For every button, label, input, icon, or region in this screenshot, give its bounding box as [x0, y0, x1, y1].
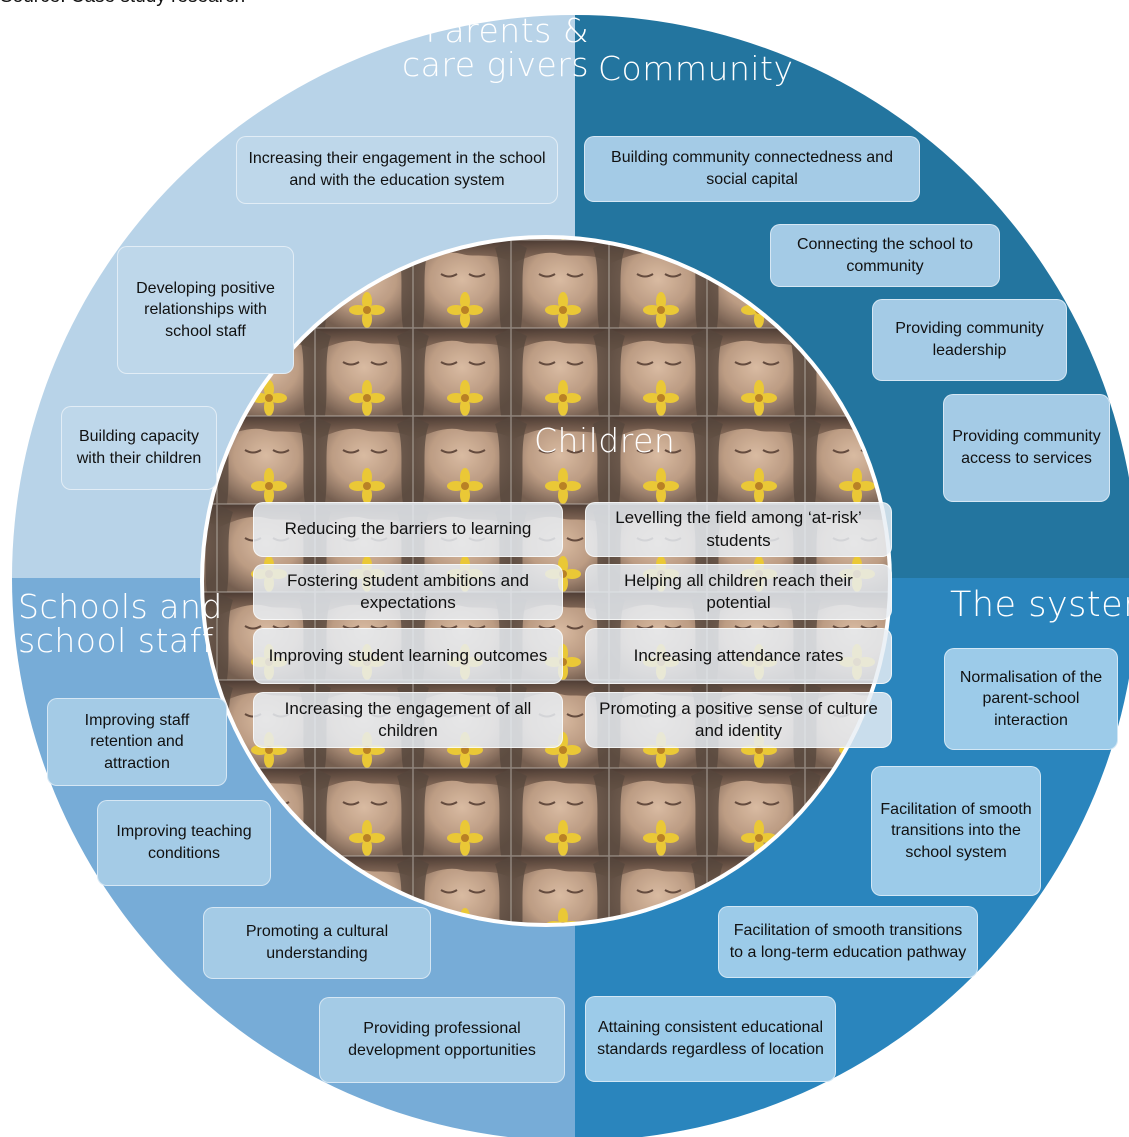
parents-item-capacity: Building capacity with their children: [61, 406, 217, 490]
system-item-normalisation: Normalisation of the parent-school inter…: [944, 648, 1118, 750]
system-title: The system: [950, 585, 1129, 625]
parents-title: Parents & care givers: [402, 11, 590, 81]
children-left-item-ambitions: Fostering student ambitions and expectat…: [253, 564, 563, 620]
parents-title-line1: Parents &: [425, 11, 590, 50]
children-left-item-engagement: Increasing the engagement of all childre…: [253, 692, 563, 748]
children-right-item-levelling: Levelling the field among ‘at-risk’ stud…: [585, 502, 892, 557]
schools-title-line1: Schools and: [18, 587, 223, 626]
children-right-item-potential: Helping all children reach their potenti…: [585, 564, 892, 620]
children-title: Children: [534, 421, 676, 460]
children-right-item-attendance: Increasing attendance rates: [585, 628, 892, 684]
children-left-item-outcomes: Improving student learning outcomes: [253, 628, 563, 684]
system-item-transitions-school: Facilitation of smooth transitions into …: [871, 766, 1041, 896]
children-right-item-culture: Promoting a positive sense of culture an…: [585, 692, 892, 748]
community-item-connectedness: Building community connectedness and soc…: [584, 136, 920, 202]
schools-title: Schools and school staff: [18, 590, 223, 657]
parents-item-relationships: Developing positive relationships with s…: [117, 246, 294, 374]
community-item-services: Providing community access to services: [943, 394, 1110, 502]
source-note: Source: Case study research: [0, 0, 245, 8]
schools-title-line2: school staff: [18, 620, 214, 660]
schools-item-retention: Improving staff retention and attraction: [47, 698, 227, 786]
schools-item-teaching: Improving teaching conditions: [97, 800, 271, 886]
community-title: Community: [598, 49, 794, 88]
system-item-transitions-pathway: Facilitation of smooth transitions to a …: [718, 906, 978, 978]
schools-item-professional: Providing professional development oppor…: [319, 997, 565, 1083]
community-item-connecting: Connecting the school to community: [770, 224, 1000, 287]
community-item-leadership: Providing community leadership: [872, 299, 1067, 381]
system-item-standards: Attaining consistent educational standar…: [585, 996, 836, 1082]
parents-item-engagement: Increasing their engagement in the schoo…: [236, 136, 558, 204]
children-left-item-barriers: Reducing the barriers to learning: [253, 502, 563, 557]
parents-title-line2: care givers: [402, 44, 590, 84]
schools-item-cultural: Promoting a cultural understanding: [203, 907, 431, 979]
